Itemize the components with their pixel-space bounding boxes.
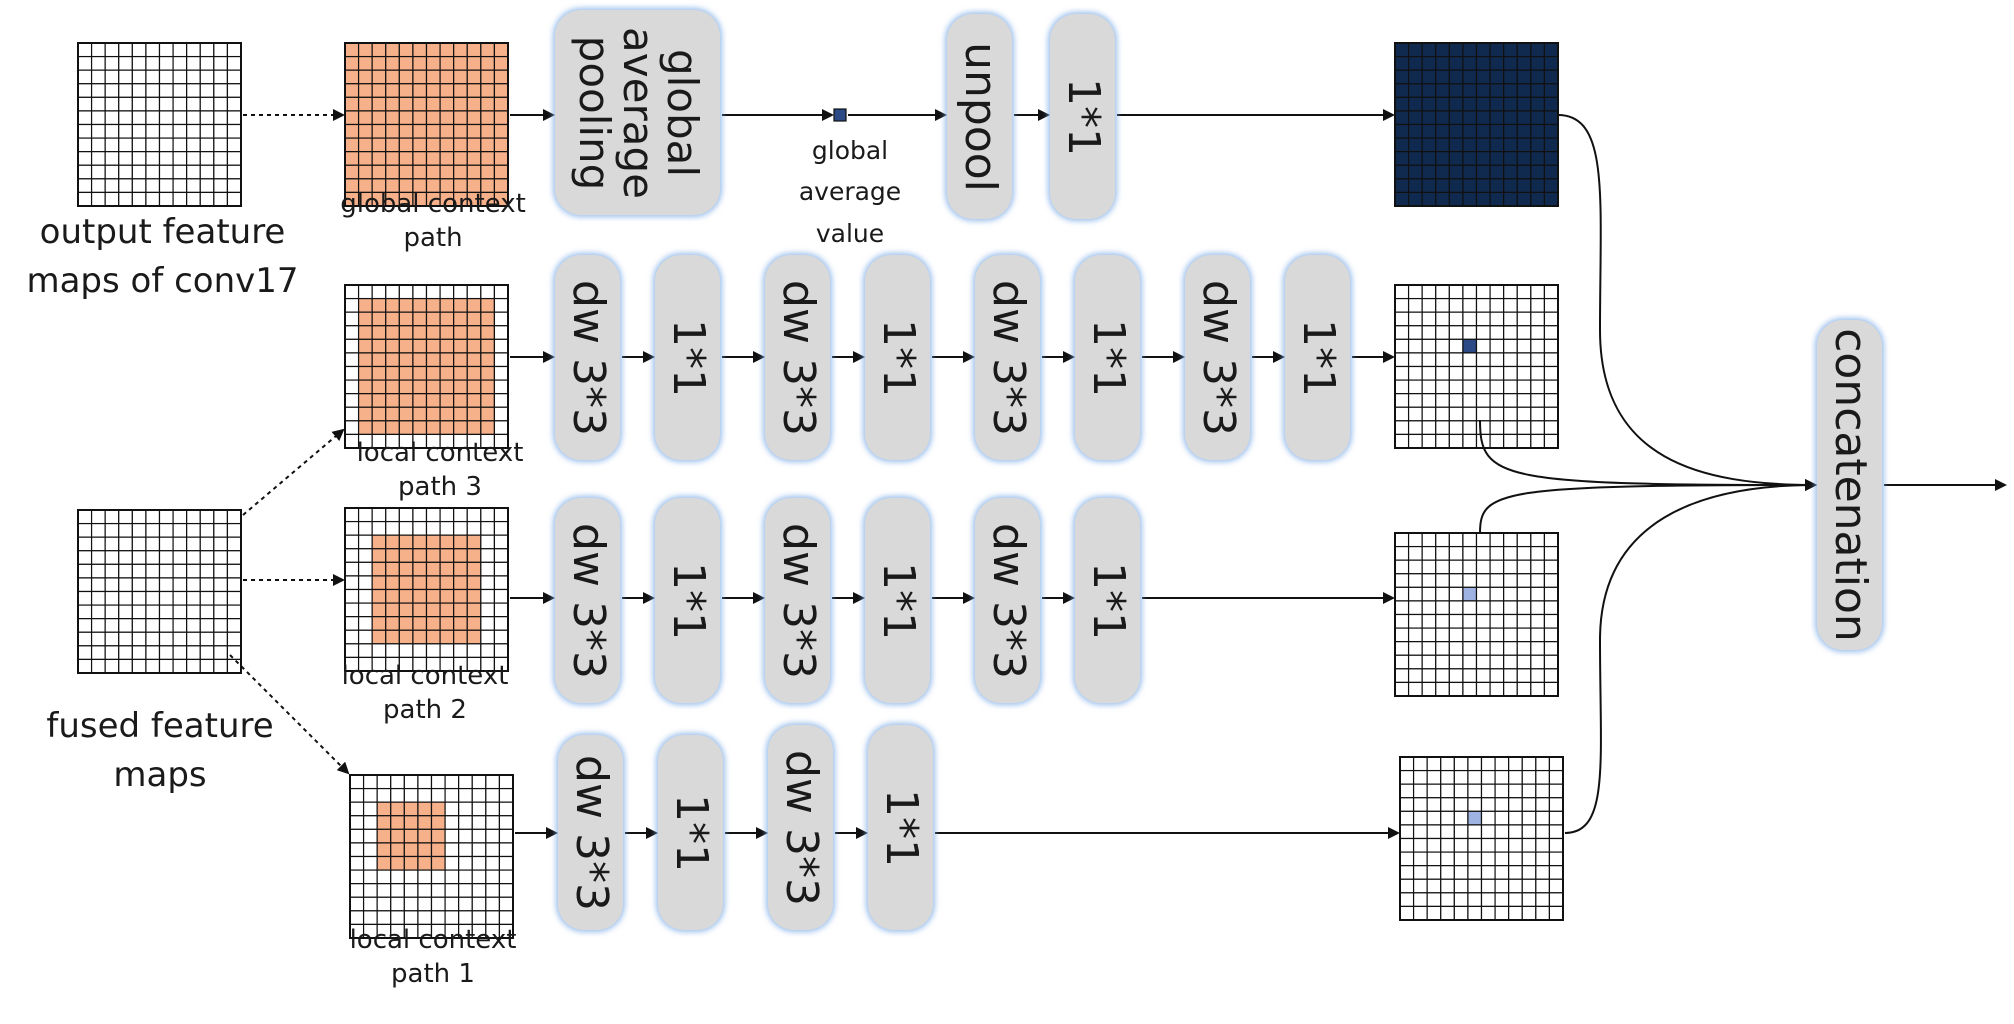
unpool-block: unpool xyxy=(947,14,1012,219)
local3-line-1: local context xyxy=(356,438,524,468)
global-path-line-2: path xyxy=(403,222,463,253)
path3-dw3x3-text-4: dw 3*3 xyxy=(1192,279,1244,436)
path3-1x1-block-4: 1*1 xyxy=(1285,255,1350,460)
conv17-label-line-1: output feature xyxy=(39,212,286,252)
local1-line-2: path 1 xyxy=(391,958,475,989)
path2-output-grid xyxy=(1394,532,1559,697)
path3-dw3x3-text-3: dw 3*3 xyxy=(982,279,1034,436)
path3-dw3x3-text-2: dw 3*3 xyxy=(772,279,824,436)
path1-dw3x3-block-1: dw 3*3 xyxy=(558,735,623,930)
path2-1x1-text-1: 1*1 xyxy=(662,561,714,640)
path1-output-grid xyxy=(1399,756,1564,921)
gav-line-2: average xyxy=(798,177,902,207)
path3-1x1-text-1: 1*1 xyxy=(662,318,714,397)
local-context-path-3-label: local context path 3 xyxy=(325,437,555,505)
global-output-grid xyxy=(1394,42,1559,207)
path1-1x1-text-1: 1*1 xyxy=(665,793,717,872)
path1-1x1-block-2: 1*1 xyxy=(868,725,933,930)
path2-1x1-block-2: 1*1 xyxy=(865,498,930,703)
path1-dw3x3-text-2: dw 3*3 xyxy=(775,749,827,906)
global-average-value-label: global average value xyxy=(770,130,930,254)
conv17-feature-maps-label: output feature maps of conv17 xyxy=(10,208,315,307)
global-1x1-text: 1*1 xyxy=(1057,77,1109,156)
local-context-path-1-label: local context path 1 xyxy=(318,924,548,992)
unpool-text: unpool xyxy=(954,41,1006,192)
path2-feature-grid xyxy=(344,507,509,672)
path1-1x1-block-1: 1*1 xyxy=(658,735,723,930)
path1-1x1-text-2: 1*1 xyxy=(875,788,927,867)
path3-1x1-block-1: 1*1 xyxy=(655,255,720,460)
path2-1x1-block-1: 1*1 xyxy=(655,498,720,703)
global-average-pooling-text: global average pooling xyxy=(569,26,707,199)
path1-dw3x3-text-1: dw 3*3 xyxy=(565,754,617,911)
conv17-feature-map-grid xyxy=(77,42,242,207)
gap-line-1: global xyxy=(657,48,707,177)
gav-line-3: value xyxy=(815,218,885,248)
global-average-value-cell xyxy=(833,108,847,122)
global-average-pooling-block: global average pooling xyxy=(555,10,720,215)
global-output-to-concat xyxy=(1557,114,1817,491)
path2-dw3x3-block-2: dw 3*3 xyxy=(765,498,830,703)
global-1x1-conv-block: 1*1 xyxy=(1050,14,1115,219)
path2-1x1-block-3: 1*1 xyxy=(1075,498,1140,703)
path1-feature-grid xyxy=(349,774,514,939)
fused-feature-maps-label: fused feature maps xyxy=(30,702,290,801)
path3-dw3x3-block-1: dw 3*3 xyxy=(555,255,620,460)
path3-1x1-text-4: 1*1 xyxy=(1292,318,1344,397)
local1-line-1: local context xyxy=(349,925,517,955)
gav-line-1: global xyxy=(811,136,889,165)
fused-feature-map-grid xyxy=(77,509,242,674)
fused-to-path1-arrow xyxy=(229,654,350,775)
fused-to-path3-arrow xyxy=(242,428,345,516)
global-context-path-label: global context path xyxy=(318,188,548,256)
path3-output-grid xyxy=(1394,284,1559,449)
path1-dw3x3-block-2: dw 3*3 xyxy=(768,725,833,930)
path1-output-to-concat xyxy=(1564,479,1817,834)
path3-dw3x3-block-4: dw 3*3 xyxy=(1185,255,1250,460)
path3-dw3x3-text-1: dw 3*3 xyxy=(562,279,614,436)
local-context-path-2-label: local context path 2 xyxy=(310,660,540,728)
path3-1x1-block-3: 1*1 xyxy=(1075,255,1140,460)
path3-1x1-text-2: 1*1 xyxy=(872,318,924,397)
path2-1x1-text-3: 1*1 xyxy=(1082,561,1134,640)
path2-dw3x3-text-2: dw 3*3 xyxy=(772,522,824,679)
path3-1x1-block-2: 1*1 xyxy=(865,255,930,460)
gap-line-3: pooling xyxy=(569,35,619,190)
path3-1x1-text-3: 1*1 xyxy=(1082,318,1134,397)
fused-label-line-2: maps xyxy=(113,755,207,796)
path3-feature-grid xyxy=(344,284,509,449)
global-path-feature-grid xyxy=(344,42,509,207)
path2-dw3x3-block-3: dw 3*3 xyxy=(975,498,1040,703)
path2-dw3x3-text-3: dw 3*3 xyxy=(982,522,1034,679)
local3-line-2: path 3 xyxy=(398,471,482,502)
path2-output-to-concat xyxy=(1479,479,1817,534)
path2-1x1-text-2: 1*1 xyxy=(872,561,924,640)
concatenation-text: concatenation xyxy=(1824,328,1876,642)
local2-line-2: path 2 xyxy=(383,694,467,725)
path2-dw3x3-text-1: dw 3*3 xyxy=(562,522,614,679)
gap-line-2: average xyxy=(613,26,663,199)
conv17-label-line-2: maps of conv17 xyxy=(26,261,299,302)
local2-line-1: local context xyxy=(341,661,509,691)
concatenation-block: concatenation xyxy=(1817,320,1882,650)
fused-label-line-1: fused feature xyxy=(46,706,274,746)
global-path-line-1: global context xyxy=(340,189,526,219)
path2-dw3x3-block-1: dw 3*3 xyxy=(555,498,620,703)
path3-dw3x3-block-2: dw 3*3 xyxy=(765,255,830,460)
path3-dw3x3-block-3: dw 3*3 xyxy=(975,255,1040,460)
